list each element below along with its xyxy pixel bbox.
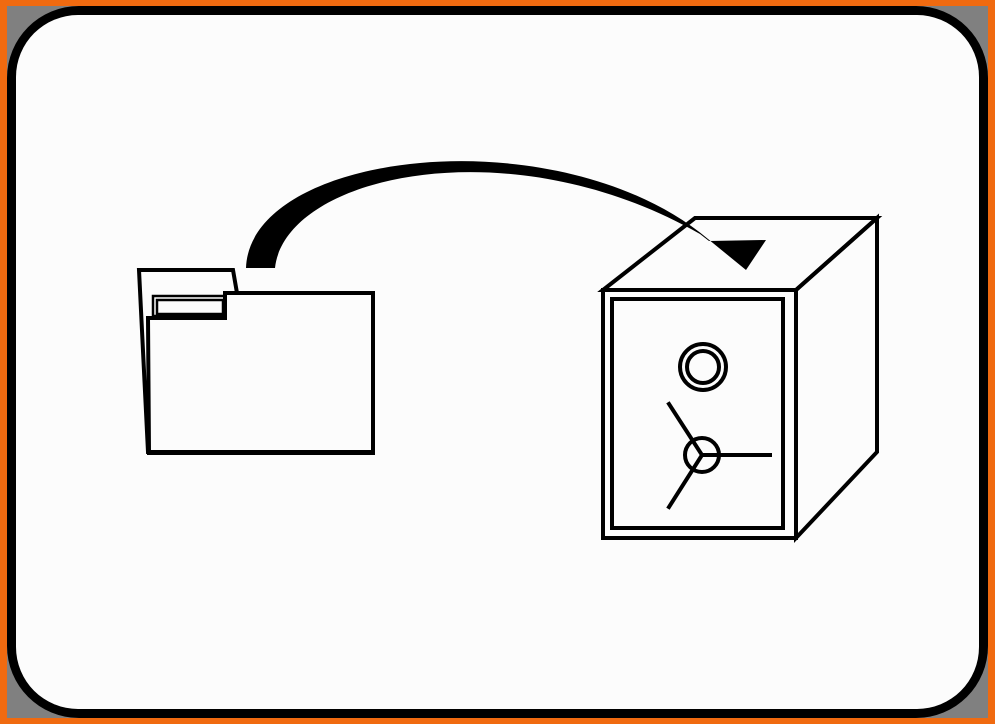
lock-icon: [678, 342, 728, 392]
folder-icon: [136, 268, 375, 455]
handle-wheel-icon: [666, 401, 772, 510]
safe-icon: [597, 213, 883, 544]
panel: [16, 15, 979, 709]
